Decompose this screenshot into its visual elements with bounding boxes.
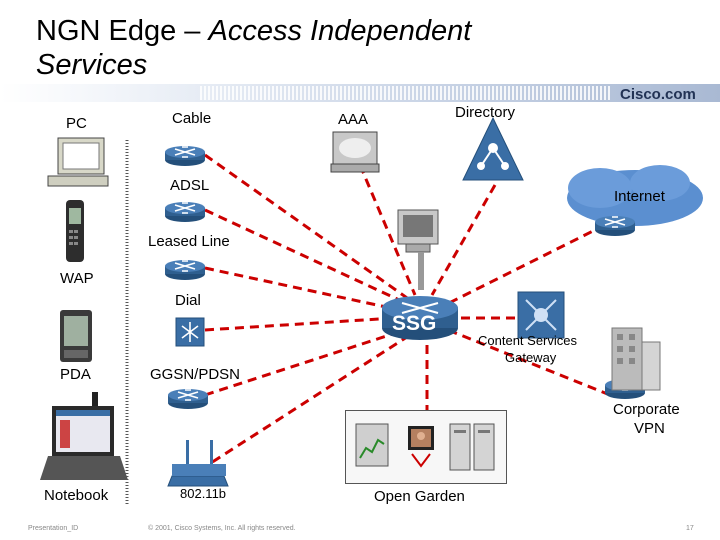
label-open-garden: Open Garden <box>374 488 465 505</box>
link-ggsn-ssg <box>204 328 406 397</box>
internet-cloud <box>567 165 703 226</box>
wifi-access-point <box>167 440 229 487</box>
aaa-server <box>330 131 380 173</box>
notebook-icon <box>40 392 128 480</box>
pc-icon <box>47 137 109 187</box>
footer-copyright: © 2001, Cisco Systems, Inc. All rights r… <box>148 525 296 532</box>
label-ggsn: GGSN/PDSN <box>150 366 241 383</box>
label-pc: PC <box>66 115 87 132</box>
label-adsl: ADSL <box>170 177 210 194</box>
title-part2: Access Independent <box>208 15 472 47</box>
pda-icon <box>60 310 92 362</box>
label-aaa: AAA <box>338 111 369 128</box>
server-tower-icon-2 <box>473 423 495 471</box>
title-line2: Services <box>36 49 148 81</box>
footer-page-number: 17 <box>686 525 694 532</box>
link-leased-ssg <box>204 266 401 312</box>
ssg-server <box>397 209 439 290</box>
label-content-gateway-1: Content Services <box>478 333 577 348</box>
link-dial-ssg <box>204 316 396 332</box>
label-corporate: Corporate <box>613 401 680 418</box>
phone-icon <box>66 200 84 262</box>
label-leased-line: Leased Line <box>148 233 230 250</box>
label-directory: Directory <box>455 104 516 121</box>
link-wifi-ssg <box>199 333 411 472</box>
link-cable-ssg <box>204 153 411 302</box>
link-directory-ssg <box>430 184 497 296</box>
slide-title: NGN Edge – Access Independent Services <box>36 14 471 82</box>
ssg-router <box>382 296 458 340</box>
label-dial: Dial <box>175 292 201 309</box>
label-802-11b: 802.11b <box>180 486 227 501</box>
link-lines <box>199 153 611 472</box>
label-ssg: SSG <box>392 312 437 335</box>
label-cable: Cable <box>172 110 212 127</box>
label-pda: PDA <box>60 366 91 383</box>
directory-icon <box>462 116 524 181</box>
label-wap: WAP <box>60 270 94 287</box>
content-gateway <box>517 291 565 339</box>
link-aaa-ssg <box>358 164 417 296</box>
corporate-building <box>611 327 661 391</box>
link-adsl-ssg <box>204 208 411 307</box>
photo-icon <box>408 426 434 468</box>
footer-presentation-id: Presentation_ID <box>28 525 79 532</box>
label-vpn: VPN <box>634 420 665 437</box>
title-part1: NGN Edge – <box>36 15 209 47</box>
header-band-stripes <box>200 86 610 100</box>
label-internet: Internet <box>614 188 665 205</box>
chart-monitor-icon <box>355 423 389 467</box>
server-tower-icon-1 <box>449 423 471 471</box>
label-notebook: Notebook <box>44 487 109 504</box>
label-content-gateway-2: Gateway <box>505 350 557 365</box>
cisco-logo: Cisco.com <box>620 86 696 103</box>
dial-switch <box>175 317 205 347</box>
